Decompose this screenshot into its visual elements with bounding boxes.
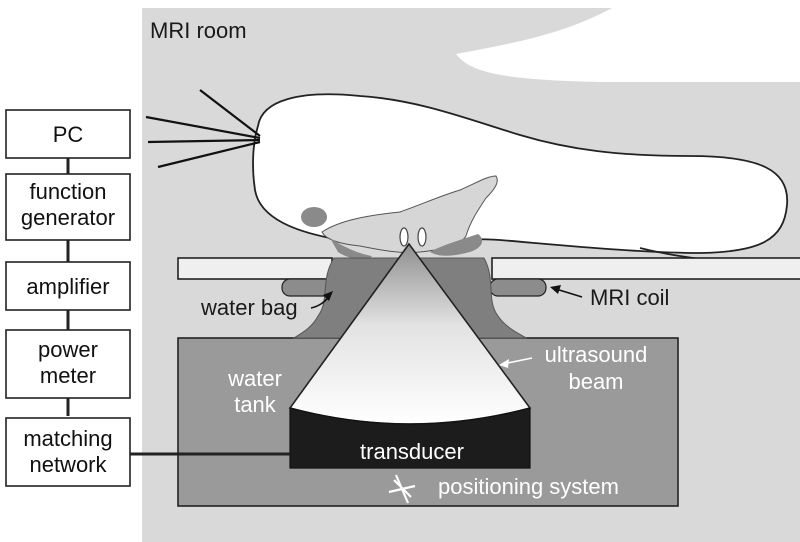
mri-coil-label: MRI coil [590,285,669,310]
platform-left [177,257,333,280]
water-tank-label-line2: tank [234,392,277,417]
mri-coil-right [489,278,547,297]
skull-base-shape [430,234,483,256]
platform-right [491,257,800,280]
svg-text:function: function [29,179,106,204]
svg-text:meter: meter [40,363,96,388]
positioning-icon [388,474,416,504]
svg-text:matching: matching [23,426,112,451]
ultrasound-beam-label-line1: ultrasound [545,342,648,367]
water-bag-label: water bag [200,295,298,320]
chain-box-pc: PC [5,109,131,159]
chain-box-amplifier: amplifier [5,261,131,311]
water-tank-label-line1: water [227,366,282,391]
positioning-system-label: positioning system [438,474,619,499]
brain-shape [321,175,498,253]
ultrasound-beam-label-line2: beam [568,369,623,394]
focal-spot-left [399,227,409,247]
chain-box-matching-network: matching network [5,417,131,487]
mri-room-label: MRI room [150,18,247,43]
water-bag-arrowhead [323,291,333,301]
svg-text:power: power [38,337,98,362]
whiskers [145,89,261,169]
ultrasound-beam-arrowhead [499,359,509,368]
jaw-shape [330,238,372,260]
svg-text:amplifier: amplifier [26,274,109,299]
mri-coil-arrowhead [550,285,561,294]
mri-coil-pointer [555,288,583,298]
chain-box-function-generator: function generator [5,173,131,241]
transducer [289,407,531,469]
chain-box-power-meter: power meter [5,329,131,399]
svg-text:network: network [29,452,107,477]
focal-spot-right [417,227,427,247]
transducer-label: transducer [360,439,464,464]
gland-shape [301,207,327,227]
svg-text:PC: PC [53,122,84,147]
svg-text:generator: generator [21,205,115,230]
